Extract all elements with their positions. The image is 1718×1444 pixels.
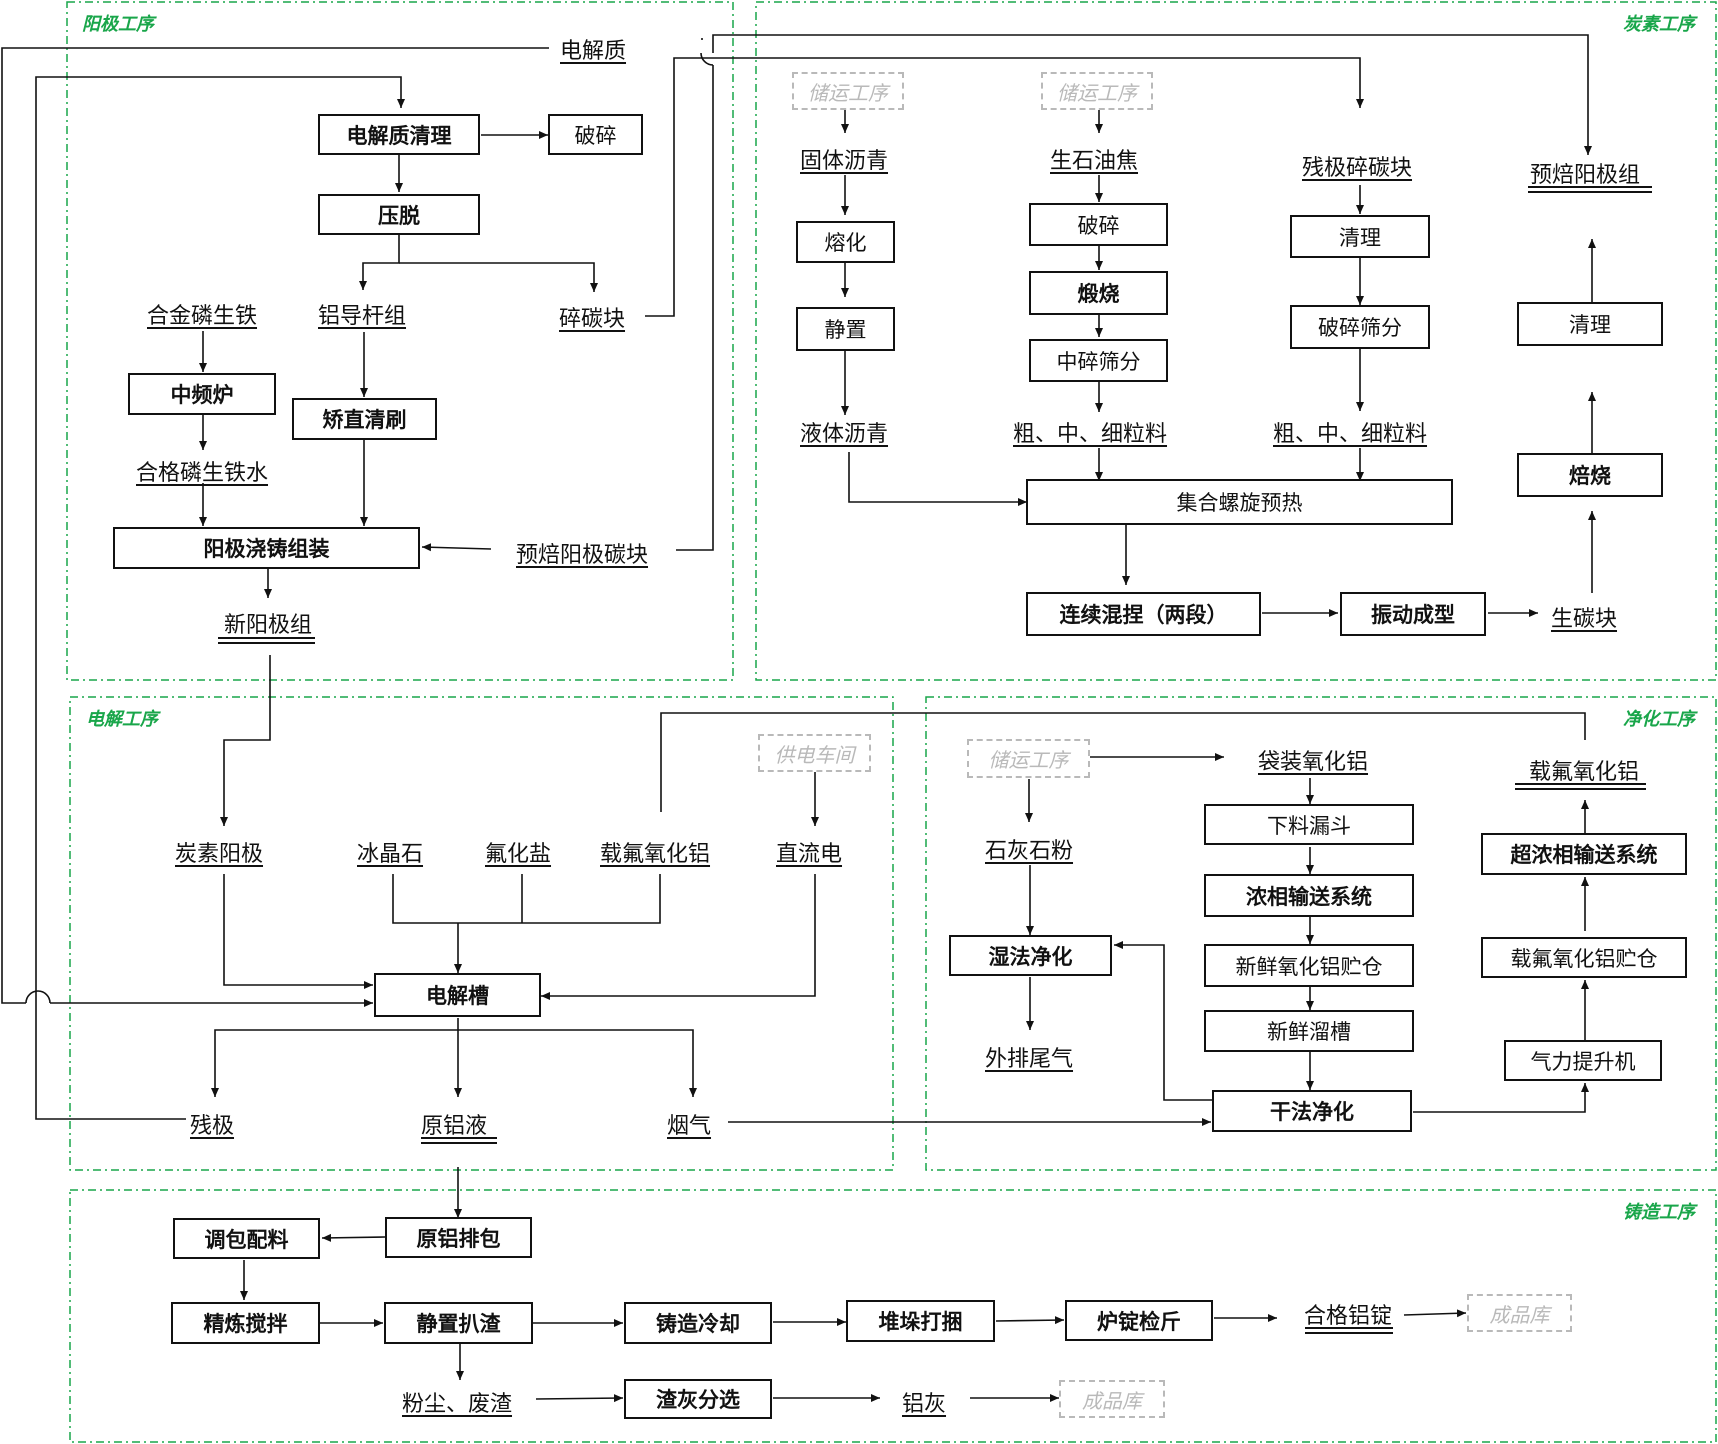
label-dust-slag: 粉尘、废渣 — [402, 1392, 513, 1417]
node-fresh-alumina-silo: 新鲜氧化铝贮仓 — [1204, 944, 1414, 987]
node-ladle: 原铝排包 — [385, 1217, 532, 1258]
label-dc-power: 直流电 — [776, 842, 843, 867]
node-loaded-alumina-silo: 载氟氧化铝贮仓 — [1481, 937, 1687, 978]
label-prebaked-anode-block: 预焙阳极碳块 — [516, 543, 649, 568]
section-title-carbon: 炭素工序 — [1623, 14, 1695, 35]
label-tail-gas: 外排尾气 — [985, 1047, 1074, 1072]
node-medium-crush-screen: 中碎筛分 — [1029, 339, 1168, 382]
label-cryolite: 冰晶石 — [357, 842, 424, 867]
node-storage-transport-3: 储运工序 — [967, 739, 1090, 778]
label-aluminum-ash: 铝灰 — [902, 1392, 947, 1417]
node-electrolyte-cleaning: 电解质清理 — [318, 114, 480, 155]
node-fresh-chute: 新鲜溜槽 — [1204, 1010, 1414, 1052]
label-solid-pitch: 固体沥青 — [800, 149, 889, 174]
double-underline — [421, 1137, 497, 1144]
label-liquid-aluminum: 原铝液 — [421, 1114, 488, 1139]
double-underline — [1515, 783, 1646, 790]
label-carbon-bits: 碎碳块 — [559, 307, 626, 332]
node-settle-skim: 静置扒渣 — [384, 1302, 533, 1344]
node-straighten-brush: 矫直清刷 — [292, 398, 437, 440]
node-slag-sorting: 渣灰分选 — [624, 1379, 772, 1419]
label-rod-assembly: 铝导杆组 — [318, 304, 407, 329]
node-settle: 静置 — [796, 307, 895, 351]
node-spiral-preheat: 集合螺旋预热 — [1026, 479, 1453, 525]
node-power-workshop: 供电车间 — [758, 734, 871, 772]
label-iron-water: 合格磷生铁水 — [136, 461, 269, 486]
section-frame-anode — [66, 1, 734, 681]
label-limestone-powder: 石灰石粉 — [985, 839, 1074, 864]
double-underline — [1528, 186, 1652, 193]
node-stack-bundle: 堆垛打捆 — [846, 1300, 995, 1342]
node-storage-transport-2: 储运工序 — [1041, 72, 1153, 110]
node-crush: 破碎 — [548, 114, 643, 155]
label-qualified-ingot: 合格铝锭 — [1304, 1304, 1393, 1329]
node-crush-screen: 破碎筛分 — [1290, 305, 1430, 349]
label-flue-gas: 烟气 — [667, 1114, 712, 1139]
section-title-anode: 阳极工序 — [82, 14, 154, 35]
node-calcine: 煅烧 — [1029, 271, 1168, 315]
node-batch-mixing: 调包配料 — [173, 1218, 320, 1259]
label-fluoride-salt: 氟化盐 — [485, 842, 552, 867]
double-underline — [218, 637, 315, 644]
node-casting-cooling: 铸造冷却 — [624, 1302, 772, 1344]
node-melt: 熔化 — [796, 221, 895, 263]
label-bagged-alumina: 袋装氧化铝 — [1258, 750, 1369, 775]
node-warehouse-1: 成品库 — [1467, 1294, 1572, 1332]
node-pneumatic-lift: 气力提升机 — [1504, 1040, 1662, 1081]
node-anode-casting-assembly: 阳极浇铸组装 — [113, 527, 420, 569]
node-ingot-weighing: 炉锭检斤 — [1065, 1300, 1213, 1341]
section-title-casting: 铸造工序 — [1623, 1202, 1695, 1223]
section-title-purification: 净化工序 — [1623, 709, 1695, 730]
label-green-carbon: 生碳块 — [1551, 607, 1618, 632]
node-coke-crush: 破碎 — [1029, 203, 1168, 246]
node-dense-phase-conveying: 浓相输送系统 — [1204, 874, 1414, 917]
label-loaded-alumina-out: 载氟氧化铝 — [1529, 760, 1640, 785]
node-warehouse-2: 成品库 — [1059, 1380, 1165, 1418]
label-particles-1: 粗、中、细粒料 — [1013, 422, 1168, 447]
label-carbon-anode: 炭素阳极 — [175, 842, 264, 867]
node-induction-furnace: 中频炉 — [128, 373, 276, 415]
label-prebaked-anode-group: 预焙阳极组 — [1530, 163, 1641, 188]
node-feed-hopper: 下料漏斗 — [1204, 804, 1414, 845]
label-residual-carbon: 残极碎碳块 — [1302, 156, 1413, 181]
node-clean-2: 清理 — [1517, 302, 1663, 346]
node-electrolytic-cell: 电解槽 — [374, 973, 541, 1017]
section-title-electrolysis: 电解工序 — [86, 709, 158, 730]
node-press-off: 压脱 — [318, 194, 480, 235]
section-frame-casting — [69, 1189, 1717, 1443]
section-frame-purification — [925, 696, 1717, 1171]
node-wet-purification: 湿法净化 — [949, 935, 1112, 976]
node-super-dense-conveying: 超浓相输送系统 — [1481, 833, 1687, 875]
label-liquid-pitch: 液体沥青 — [800, 422, 889, 447]
label-residual-anode: 残极 — [190, 1114, 235, 1139]
node-refine-stir: 精炼搅拌 — [171, 1302, 320, 1344]
label-petroleum-coke: 生石油焦 — [1050, 149, 1139, 174]
label-new-anode-group: 新阳极组 — [224, 613, 313, 638]
section-frame-carbon — [755, 1, 1717, 681]
node-residue-clean: 清理 — [1290, 215, 1430, 258]
double-underline — [1305, 1327, 1393, 1334]
label-loaded-alumina: 载氟氧化铝 — [600, 842, 711, 867]
label-electrolyte: 电解质 — [560, 39, 627, 64]
node-bake: 焙烧 — [1517, 453, 1663, 497]
node-storage-transport-1: 储运工序 — [792, 72, 904, 110]
node-dry-purification: 干法净化 — [1212, 1090, 1412, 1132]
label-alloy-iron: 合金磷生铁 — [147, 304, 258, 329]
node-continuous-kneading: 连续混捏（两段） — [1026, 592, 1261, 636]
node-vibration-forming: 振动成型 — [1340, 592, 1486, 636]
label-particles-2: 粗、中、细粒料 — [1273, 422, 1428, 447]
